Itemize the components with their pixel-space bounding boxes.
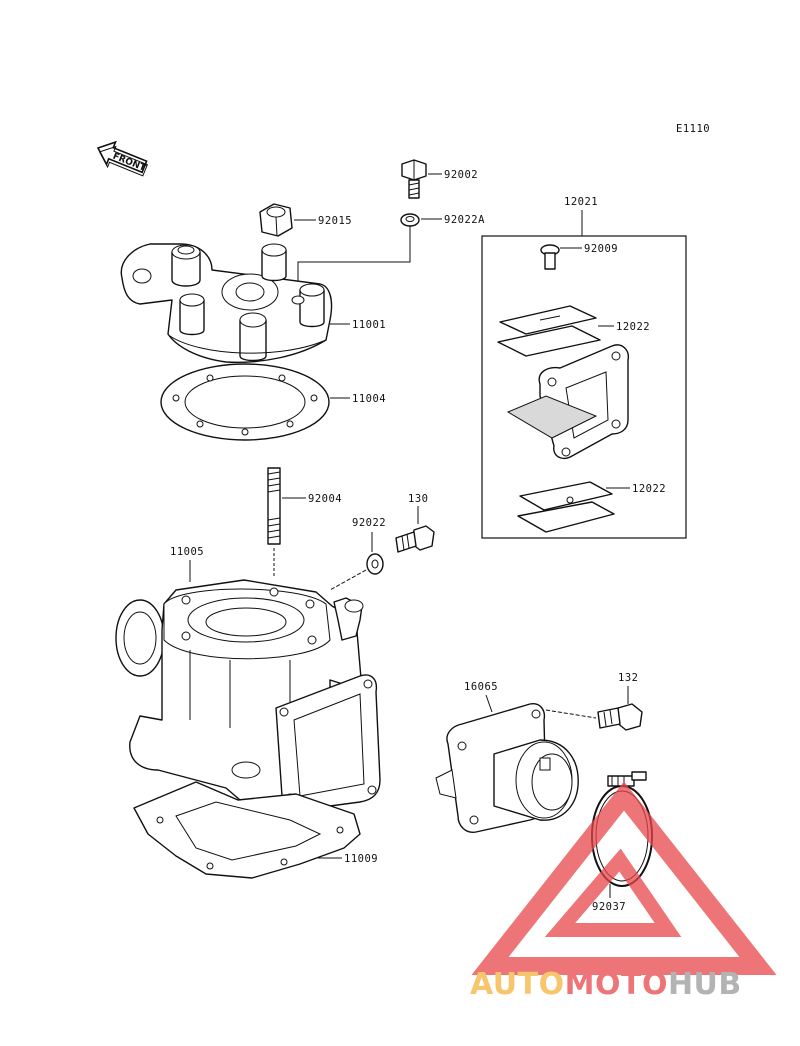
screw-92009 — [540, 244, 560, 270]
washer-92022 — [366, 553, 384, 575]
label-11005: 11005 — [170, 546, 204, 558]
cylinder-11005 — [115, 579, 381, 812]
watermark-hub: HUB — [668, 967, 742, 1002]
reed-valve-kit-box — [481, 235, 687, 539]
label-12022-bottom: 12022 — [632, 483, 666, 495]
base-gasket-11009 — [133, 781, 361, 879]
bolt-132 — [597, 703, 643, 731]
label-92015: 92015 — [318, 215, 352, 227]
intake-manifold-16065 — [435, 703, 579, 833]
bolt-92002 — [401, 159, 427, 199]
label-92009: 92009 — [584, 243, 618, 255]
label-130: 130 — [408, 493, 428, 505]
stud-92004 — [267, 467, 281, 545]
label-92002: 92002 — [444, 169, 478, 181]
bolt-130 — [395, 525, 435, 553]
label-11004: 11004 — [352, 393, 386, 405]
nut-92015 — [259, 203, 293, 237]
label-92022: 92022 — [352, 517, 386, 529]
head-gasket-11004 — [160, 363, 330, 441]
reed-petal-12022-top — [497, 305, 601, 357]
cylinder-head-11001 — [120, 243, 333, 363]
washer-92022A — [400, 213, 420, 227]
front-arrow-icon: FRONT — [96, 140, 148, 177]
reed-valve-body — [506, 344, 629, 460]
label-92037: 92037 — [592, 901, 626, 913]
watermark-text: AUTOMOTOHUB — [470, 967, 742, 1002]
label-11001: 11001 — [352, 319, 386, 331]
label-92022A: 92022A — [444, 214, 485, 226]
label-12022-top: 12022 — [616, 321, 650, 333]
watermark-moto: MOTO — [565, 967, 668, 1002]
label-132: 132 — [618, 672, 638, 684]
reed-petal-12022-bottom — [517, 481, 615, 533]
label-12021: 12021 — [564, 196, 598, 208]
automotohub-watermark: AUTOMOTOHUB — [470, 781, 777, 1002]
label-92004: 92004 — [308, 493, 342, 505]
watermark-auto: AUTO — [470, 967, 565, 1002]
watermark-triangle-logo — [471, 781, 777, 975]
diagram-code: E1110 — [676, 123, 710, 135]
label-11009: 11009 — [344, 853, 378, 865]
label-16065: 16065 — [464, 681, 498, 693]
